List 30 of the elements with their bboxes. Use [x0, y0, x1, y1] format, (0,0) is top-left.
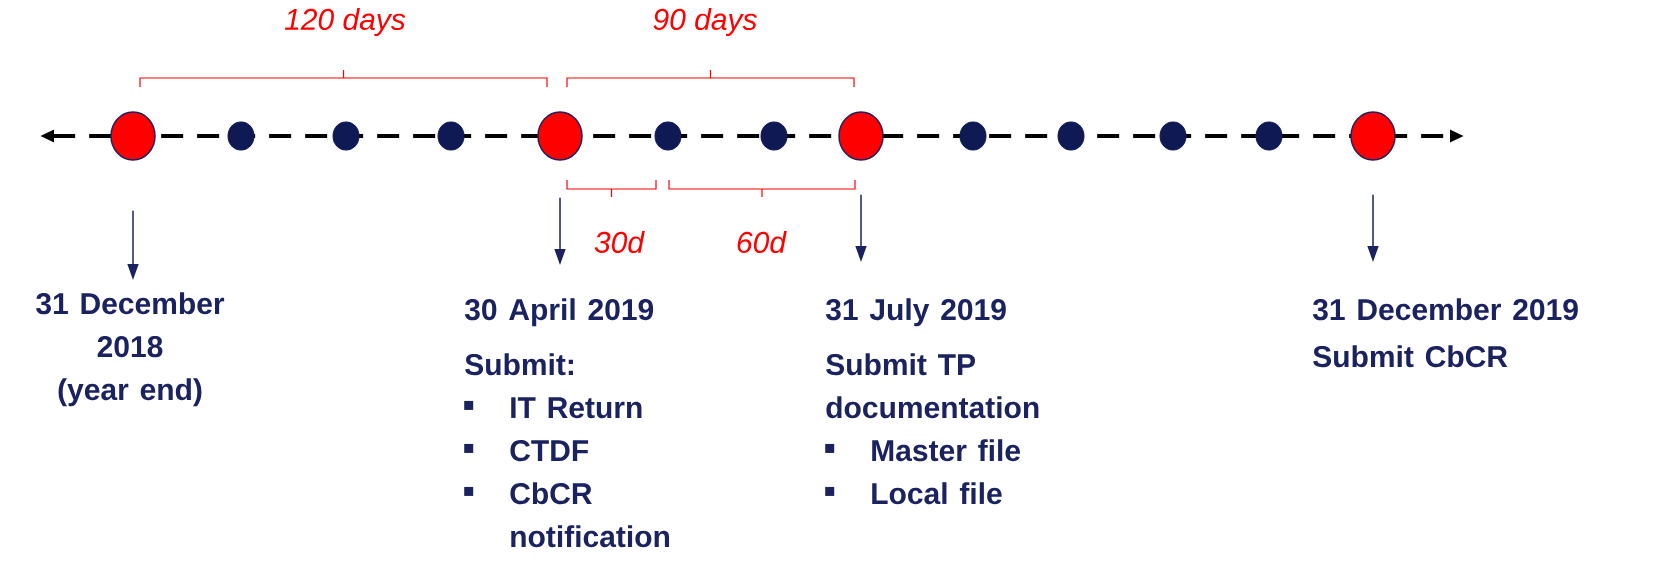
timeline-dot: [760, 121, 788, 151]
date-heading: 31 December 2019: [1312, 298, 1578, 321]
milestone-circle: [1350, 111, 1396, 161]
description-text: Submit:: [465, 353, 573, 376]
timeline-dot: [1057, 121, 1085, 151]
milestone-circle: [110, 111, 156, 161]
timeline-dot: [1159, 121, 1187, 151]
timeline-dot: [227, 121, 255, 151]
duration-label: 60d: [737, 231, 787, 254]
milestone-circle: [838, 111, 884, 161]
date-heading: 30 April 2019: [464, 298, 654, 327]
bullet-item: Local file: [872, 482, 1002, 505]
duration-label: 120 days: [284, 8, 406, 36]
bullet-item: CbCR notification: [510, 482, 669, 548]
description-text: Submit TP documentation: [826, 353, 1039, 419]
date-heading: 31 December 2018: [36, 292, 225, 358]
timeline-dot: [437, 121, 465, 151]
bullet-item: IT Return: [511, 397, 642, 419]
date-heading: 31 July 2019: [825, 298, 1006, 327]
timeline-dot: [959, 121, 987, 151]
milestone-circle: [537, 111, 583, 161]
description-text: (year end): [58, 378, 202, 407]
timeline-dot: [332, 121, 360, 151]
duration-label: 90 days: [653, 8, 757, 36]
bullet-item: Master file: [872, 439, 1020, 462]
duration-label: 30d: [594, 231, 645, 254]
timeline-dot: [1255, 121, 1283, 151]
description-text: Submit CbCR: [1313, 345, 1508, 368]
bullet-item: CTDF: [510, 440, 589, 462]
timeline-dot: [654, 121, 682, 151]
